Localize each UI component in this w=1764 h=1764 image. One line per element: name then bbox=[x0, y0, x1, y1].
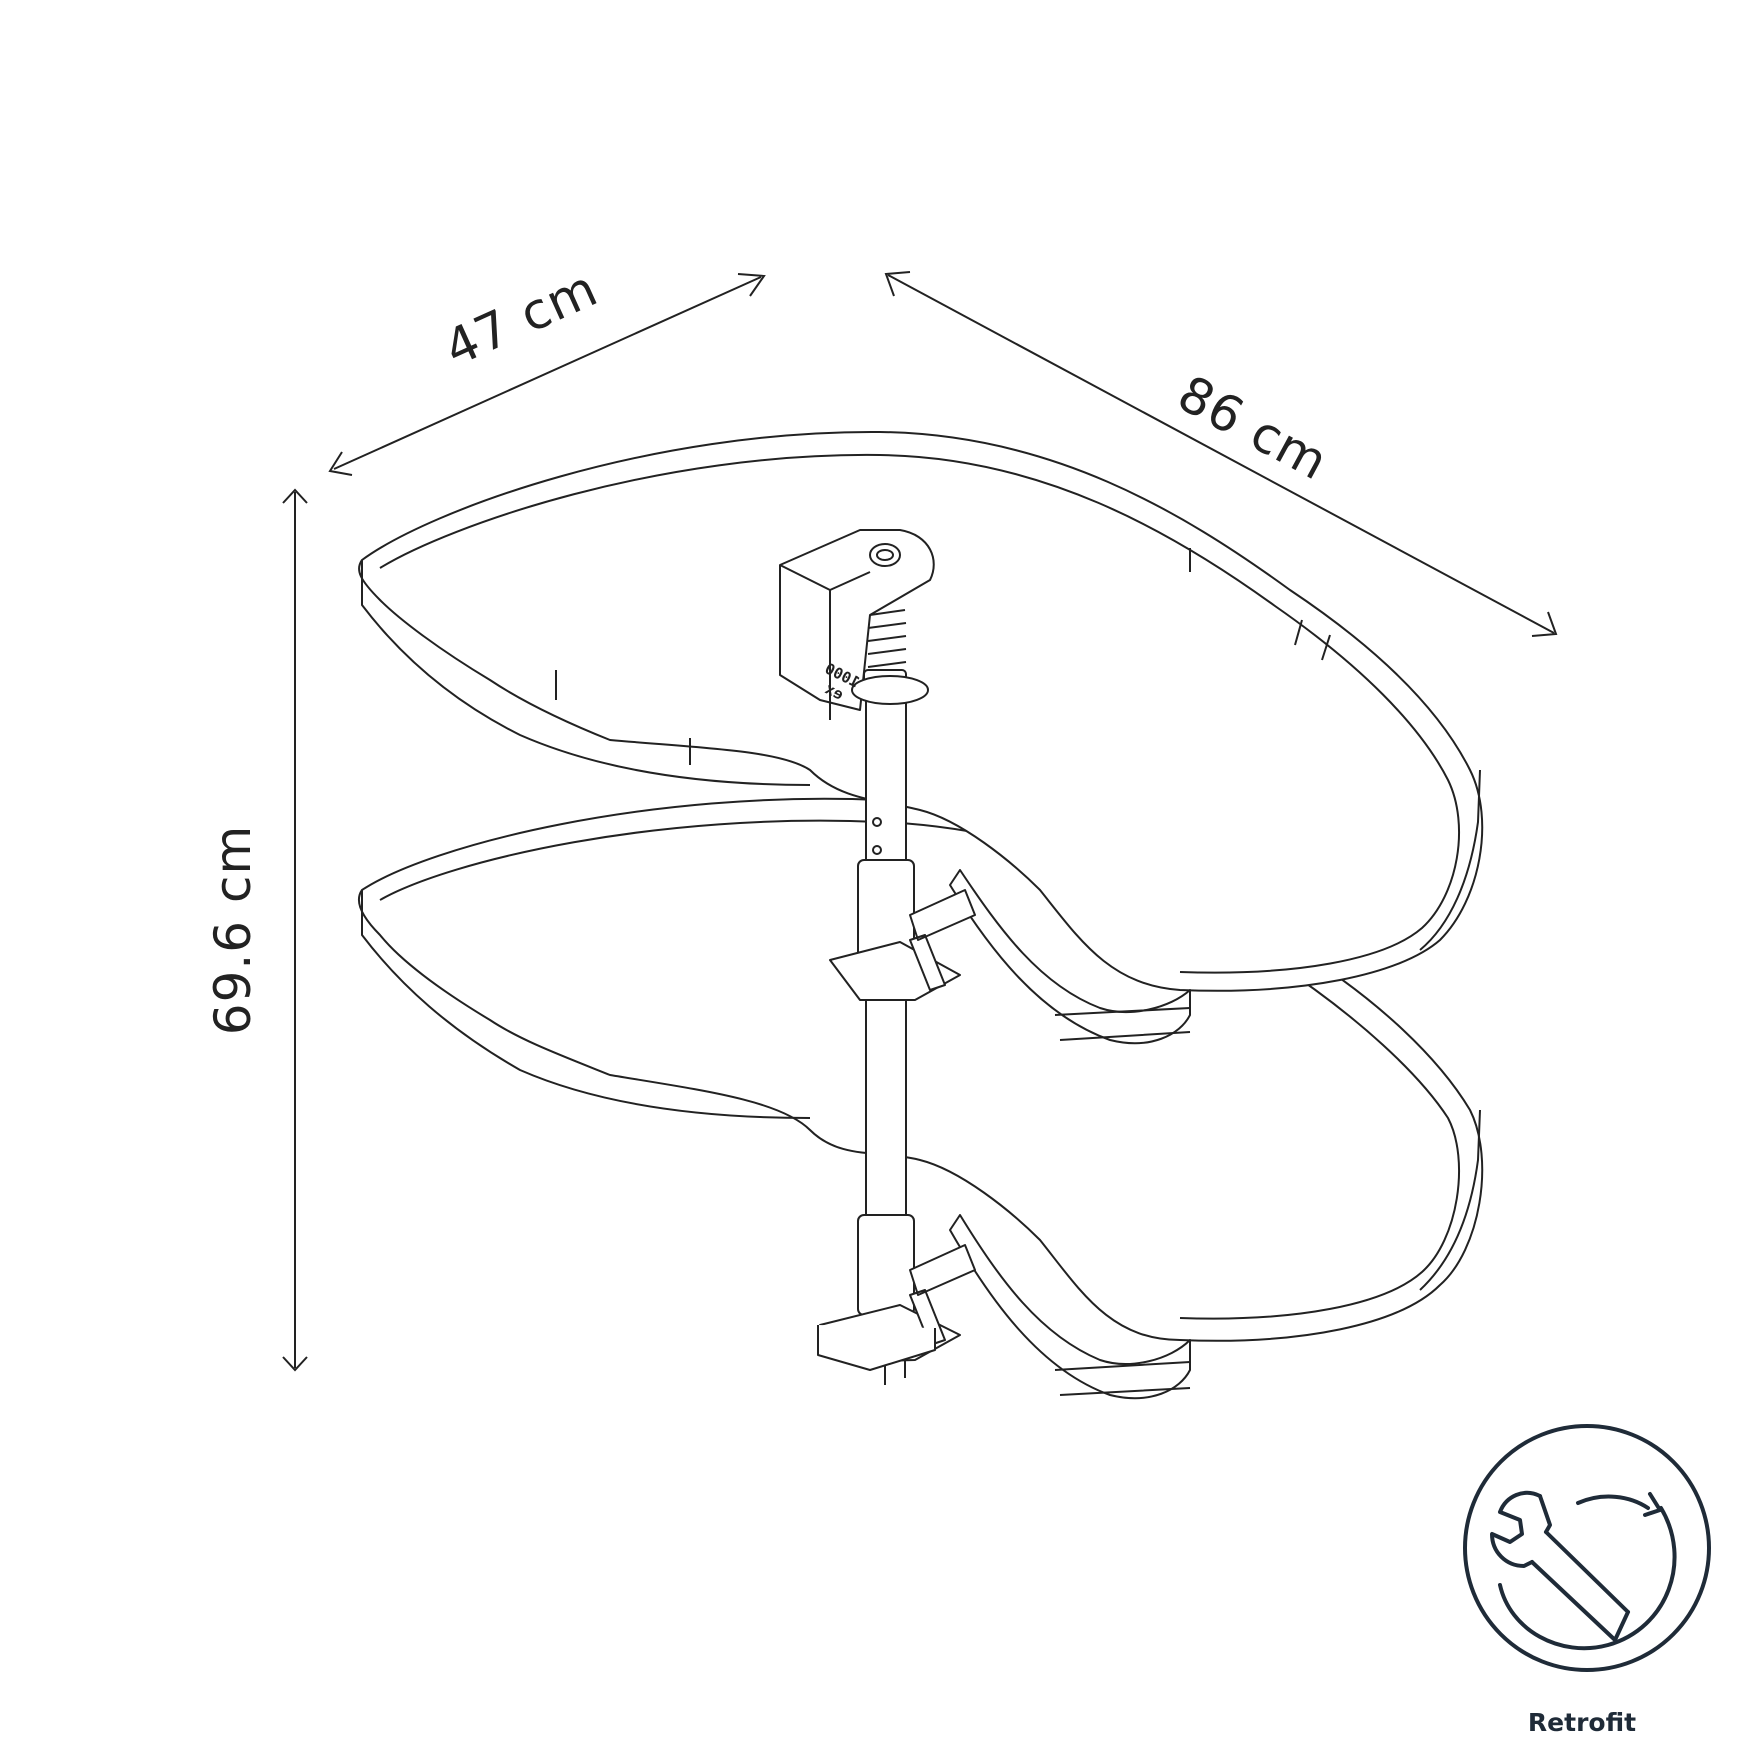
retrofit-label: Retrofit bbox=[1528, 1708, 1636, 1737]
width-dimension-line bbox=[887, 274, 1555, 634]
base-foot bbox=[817, 1325, 936, 1371]
width-dimension bbox=[884, 271, 1558, 637]
upper-bracket-arm bbox=[909, 889, 976, 991]
depth-dimension-line bbox=[333, 276, 762, 470]
wrench-head bbox=[1490, 1490, 1542, 1568]
bottom-shelf-side bbox=[361, 890, 811, 1119]
width-arrowhead-left bbox=[884, 271, 911, 297]
top-shelf-rim-seams bbox=[555, 548, 1331, 765]
height-arrowhead-bottom bbox=[282, 1356, 308, 1372]
top-mount-hole-inner bbox=[876, 549, 894, 561]
top-shelf-inner-edge bbox=[379, 453, 1461, 974]
bottom-shelf-side-right bbox=[1419, 1109, 1481, 1291]
bottom-shelf-lip bbox=[1054, 1361, 1191, 1396]
depth-dimension bbox=[328, 273, 766, 476]
top-shelf bbox=[358, 430, 1484, 1045]
wrench-rotate-icon bbox=[1490, 1490, 1677, 1651]
retrofit-badge: Retrofit bbox=[1463, 1424, 1711, 1737]
width-label: 86 cm bbox=[1169, 364, 1338, 491]
pole-hole-1 bbox=[872, 817, 882, 827]
top-shelf-lip bbox=[1054, 1007, 1191, 1041]
depth-arrowhead-right bbox=[737, 273, 766, 297]
wrench-jaw bbox=[1538, 1494, 1552, 1534]
rotate-arrowhead bbox=[1643, 1492, 1662, 1517]
retrofit-badge-ring bbox=[1463, 1424, 1711, 1672]
height-arrowhead-top bbox=[282, 488, 308, 504]
pole-hole-2 bbox=[872, 845, 882, 855]
rotate-arc-top bbox=[1576, 1494, 1650, 1510]
top-shelf-side-right bbox=[1419, 769, 1481, 951]
width-arrowhead-right bbox=[1531, 611, 1558, 637]
top-mount-bracket bbox=[779, 529, 935, 711]
top-shelf-front-lobe bbox=[949, 869, 1191, 1045]
pole-collar-2 bbox=[857, 1214, 915, 1316]
height-label: 69.6 cm bbox=[204, 825, 262, 1035]
height-dimension bbox=[282, 488, 308, 1372]
top-mount-disc bbox=[851, 675, 929, 705]
depth-arrowhead-left bbox=[328, 451, 353, 476]
top-shelf-rim bbox=[358, 430, 1484, 992]
top-mount-face bbox=[779, 564, 871, 720]
bottom-shelf-front-lobe bbox=[949, 1214, 1191, 1400]
center-pole bbox=[779, 529, 976, 1385]
rotate-arc bbox=[1498, 1506, 1677, 1651]
top-mount-spring bbox=[867, 609, 907, 668]
wrench-handle bbox=[1530, 1530, 1630, 1642]
depth-label: 47 cm bbox=[436, 259, 606, 378]
top-shelf-side bbox=[361, 560, 811, 786]
carousel-illustration: 1000 ex bbox=[358, 430, 1484, 1400]
